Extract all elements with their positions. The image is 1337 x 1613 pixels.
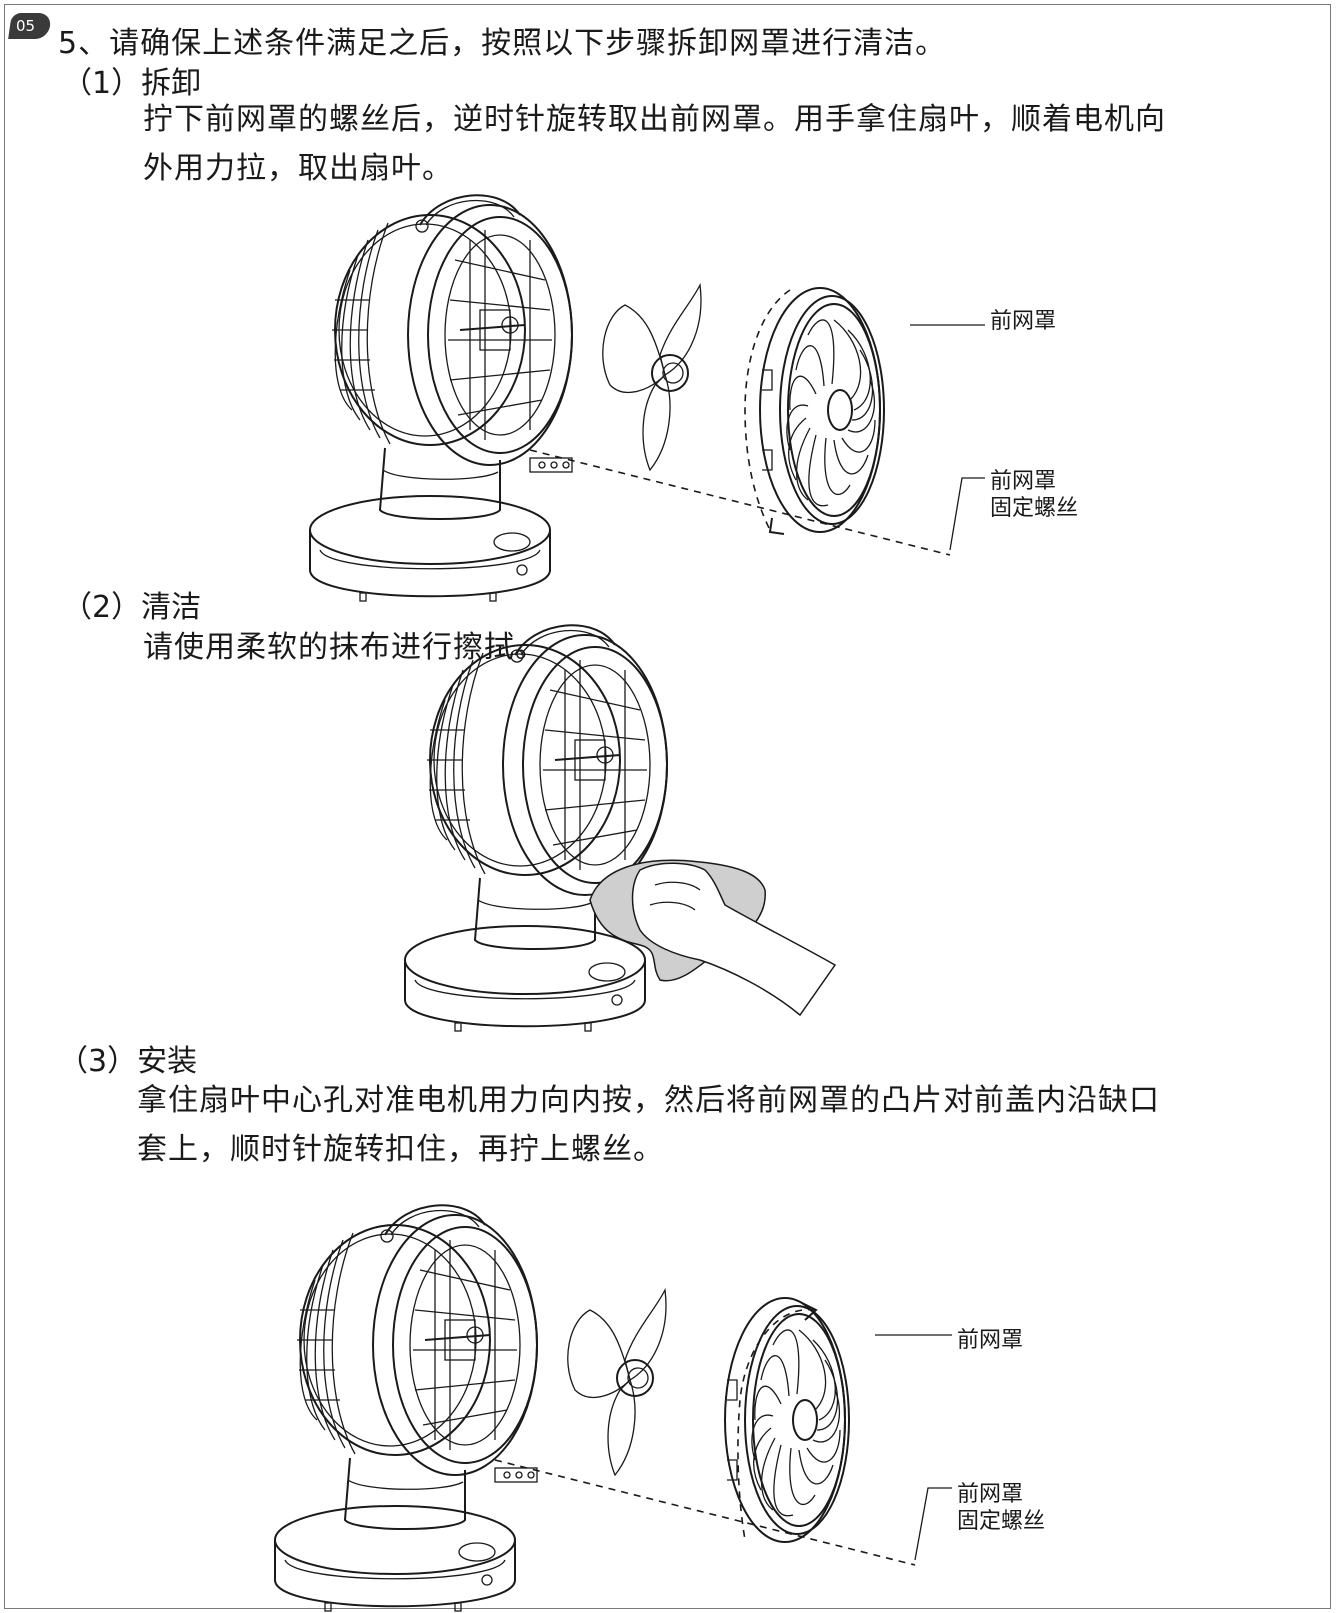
section-1-heading: （1）拆卸	[62, 66, 202, 101]
section-3-line-1: 拿住扇叶中心孔对准电机用力向内按，然后将前网罩的凸片对前盖内沿缺口	[137, 1083, 1160, 1118]
label-screw-3-line-2: 固定螺丝	[957, 1509, 1046, 1534]
section-1-line-1: 拧下前网罩的螺丝后，逆时针旋转取出前网罩。用手拿住扇叶，顺着电机向	[143, 102, 1166, 137]
section-3-heading: （3）安装	[58, 1044, 198, 1079]
label-screw-1-line-2: 固定螺丝	[990, 496, 1079, 521]
fan-removal-diagram	[309, 194, 985, 602]
label-screw-3-line-1: 前网罩	[957, 1482, 1024, 1507]
section-2-heading: （2）清洁	[62, 590, 202, 625]
label-screw-1-line-1: 前网罩	[990, 469, 1057, 494]
intro-text: 5、请确保上述条件满足之后，按照以下步骤拆卸网罩进行清洁。	[58, 26, 947, 61]
section-1-line-2: 外用力拉，取出扇叶。	[143, 151, 453, 186]
label-front-guard-3: 前网罩	[957, 1328, 1024, 1353]
section-3-line-2: 套上，顺时针旋转扣住，再拧上螺丝。	[137, 1132, 664, 1167]
fan-installation-diagram	[274, 1204, 952, 1612]
step-badge-number: 05	[16, 17, 36, 35]
page-frame	[4, 4, 1331, 1609]
label-front-guard-1: 前网罩	[990, 309, 1057, 334]
fan-cleaning-diagram	[404, 624, 837, 1032]
step-badge: 05	[8, 13, 52, 39]
